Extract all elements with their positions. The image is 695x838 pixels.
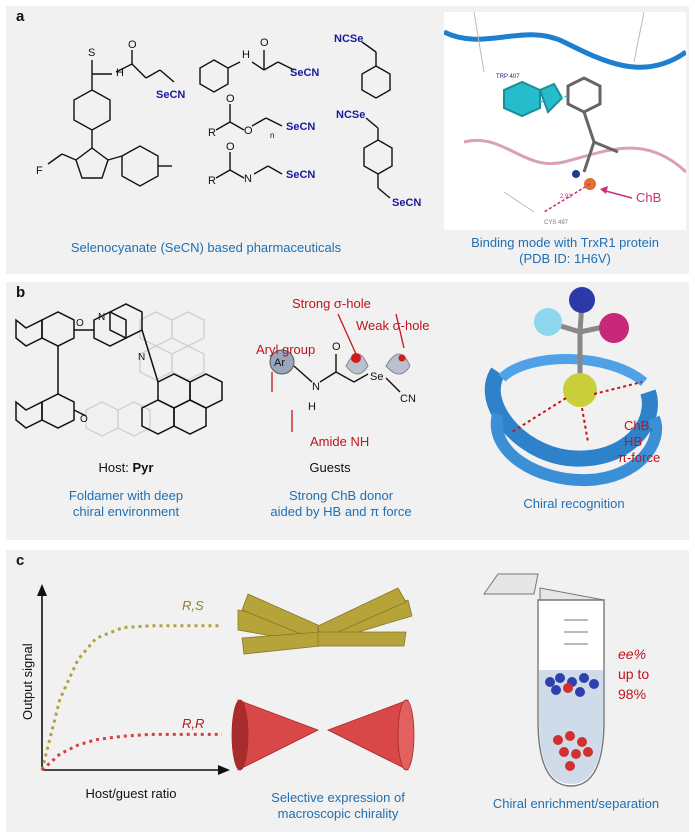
panel-c-label: c	[16, 552, 25, 569]
panel-c: c R,S R,R Output signal Host/guest ratio…	[6, 550, 689, 832]
atom-nh-a: H	[116, 67, 124, 79]
ee-label-1: ee%	[618, 646, 646, 662]
panel-a-right-caption-2: (PDB ID: 1H6V)	[519, 251, 611, 266]
panel-b-caption-left-1: Foldamer with deep	[68, 488, 184, 503]
x-axis-label: Host/guest ratio	[85, 786, 177, 801]
atom-r-c: R	[208, 127, 216, 139]
ncse-label-1: NCSe	[334, 33, 363, 45]
panel-b: b O O N	[6, 282, 689, 540]
host-atom-o2: O	[80, 414, 88, 425]
series-rs-line	[40, 624, 222, 771]
secn-label-2: SeCN	[290, 67, 319, 79]
atom-r-d: R	[208, 175, 216, 187]
forces-label-2: HB	[624, 434, 643, 449]
atom-f-a: F	[36, 165, 43, 177]
secn-label-5: SeCN	[392, 197, 421, 209]
panel-b-caption-right: Chiral recognition	[523, 496, 625, 511]
guest-structure: Ar O N H Se CN	[269, 313, 416, 432]
host-atom-n1: N	[98, 312, 105, 323]
guest-h: H	[308, 401, 316, 413]
guest-ar: Ar	[274, 357, 285, 369]
series-rs-label: R,S	[182, 598, 204, 613]
chiral-recognition-illustration	[484, 287, 662, 487]
ee-label-3: 98%	[618, 686, 647, 702]
y-axis-label: Output signal	[20, 643, 35, 720]
atom-o-b: O	[260, 37, 269, 49]
ee-label-1-text: ee%	[618, 646, 647, 662]
atom-h-b: H	[242, 49, 250, 61]
aryl-circle	[269, 349, 295, 375]
host-pyr-structure: O O N N	[15, 303, 223, 437]
atom-yellow-sphere	[563, 373, 597, 407]
atom-s-a: S	[88, 47, 95, 59]
host-atom-o1: O	[76, 318, 84, 329]
panel-b-caption-mid-2: aided by HB and π force	[270, 504, 412, 519]
protein-binding-image: TRP 407 CYS 497 2.93 ChB	[444, 12, 686, 230]
aryl-group-label: Aryl group	[256, 342, 316, 357]
host-atom-n2: N	[138, 352, 145, 363]
atom-o-a: O	[128, 39, 137, 51]
panel-b-caption-left-2: chiral environment	[72, 504, 180, 519]
guest-cn: CN	[400, 393, 416, 405]
forces-label-1: ChB,	[624, 418, 653, 433]
distance-label: 2.93	[560, 194, 572, 200]
weak-sigma-dot	[398, 354, 406, 362]
enrichment-tube-illustration	[483, 573, 605, 787]
panel-c-caption-mid-2: macroscopic chirality	[277, 806, 399, 821]
atom-o-d: O	[226, 141, 235, 153]
strong-sigma-label: Strong σ-hole	[292, 296, 371, 311]
guest-n: N	[312, 381, 320, 393]
ee-label-2: up to	[618, 666, 650, 682]
weak-sigma-label: Weak σ-hole	[356, 318, 430, 333]
secn-label-3: SeCN	[286, 121, 315, 133]
series-rr-line	[41, 732, 222, 772]
host-name: Pyr	[132, 460, 154, 475]
amide-nh-label: Amide NH	[310, 434, 370, 449]
atom-n-d: N	[244, 173, 252, 185]
panel-a-label: a	[16, 8, 25, 25]
panel-c-caption-right: Chiral enrichment/separation	[492, 796, 660, 811]
guest-se: Se	[370, 371, 383, 383]
secn-label-1: SeCN	[156, 89, 185, 101]
atom-o-c: O	[226, 93, 235, 105]
host-prefix: Host:	[98, 460, 133, 475]
trp-label: TRP 407	[496, 74, 520, 80]
macroscopic-chirality-illustration	[231, 587, 415, 771]
panel-a: a	[6, 6, 689, 274]
atom-blue-sphere	[569, 287, 595, 313]
output-signal-chart: R,S R,R Output signal	[20, 584, 230, 775]
host-label: Host: Pyr	[61, 460, 191, 475]
atom-magenta-sphere	[599, 313, 629, 343]
forces-label-3: π-force	[618, 450, 661, 465]
chb-label: ChB	[636, 190, 661, 205]
panel-c-caption-mid-1: Selective expression of	[271, 790, 405, 805]
panel-b-label: b	[16, 284, 26, 301]
panel-b-caption-mid-1: Strong ChB donor	[288, 488, 394, 503]
secn-label-4: SeCN	[286, 169, 315, 181]
atom-cyan-sphere	[534, 308, 562, 336]
atom-n-sub-c: n	[270, 131, 274, 140]
guests-label: Guests	[309, 460, 351, 475]
ncse-label-2: NCSe	[336, 109, 365, 121]
panel-a-right-caption-1: Binding mode with TrxR1 protein	[471, 235, 659, 250]
series-rr-label: R,R	[182, 716, 204, 731]
protein-render: TRP 407 CYS 497 2.93 ChB	[444, 12, 686, 226]
weak-sigma-lobe	[385, 353, 411, 375]
strong-sigma-dot	[351, 353, 361, 363]
atom-o2-c: O	[244, 125, 253, 137]
cys-label: CYS 497	[544, 220, 569, 226]
guest-o: O	[332, 341, 341, 353]
panel-a-left-caption: Selenocyanate (SeCN) based pharmaceutica…	[70, 240, 342, 255]
secn-structures: H S O F H O R O O R O N n SeCN SeCN SeCN…	[36, 33, 421, 209]
